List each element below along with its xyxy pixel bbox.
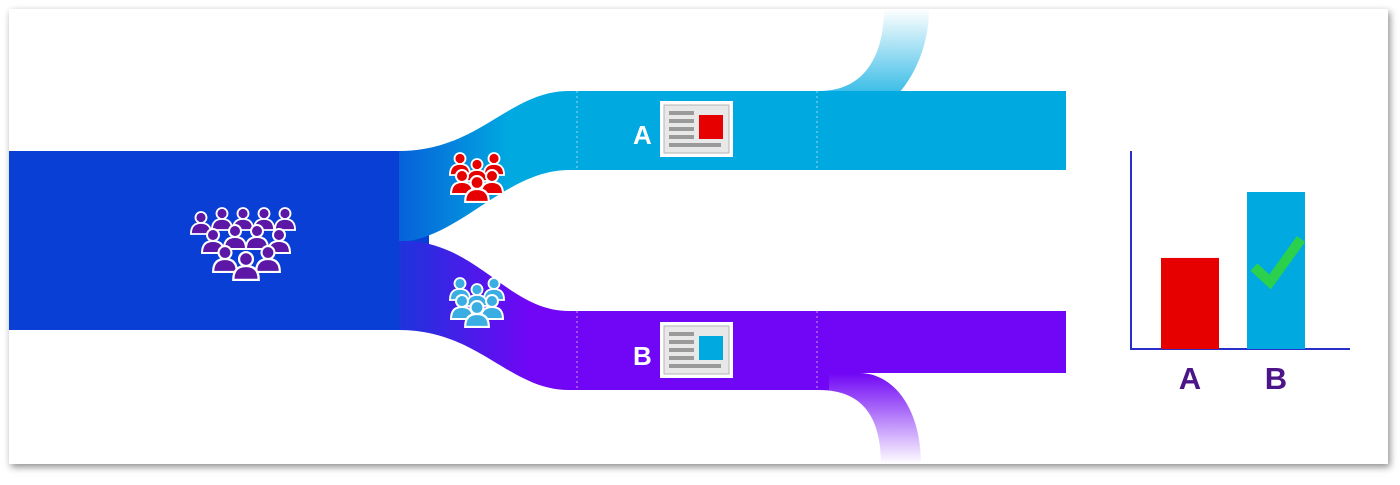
- doc-block-b: [699, 336, 723, 360]
- checkmark-icon: [1250, 236, 1306, 290]
- people-group-icon-b: [450, 278, 504, 327]
- flow-branch-a-offshoot: [819, 9, 929, 118]
- document-icon-b: [660, 322, 733, 378]
- flow-branch-b-offshoot: [819, 373, 921, 464]
- people-group-icon-a: [450, 153, 504, 202]
- chart-tick-label-a: A: [1179, 361, 1201, 396]
- main-flow: [9, 151, 429, 330]
- document-icon-a: [660, 101, 733, 157]
- chart-bar-a: [1161, 257, 1219, 349]
- flow-branch-b-lane-tail: [569, 373, 829, 390]
- stage-separators: [576, 91, 818, 390]
- variant-b-label: B: [633, 341, 652, 371]
- doc-block-a: [699, 115, 723, 139]
- variant-a-label: A: [633, 120, 652, 150]
- chart-tick-label-b: B: [1265, 361, 1287, 396]
